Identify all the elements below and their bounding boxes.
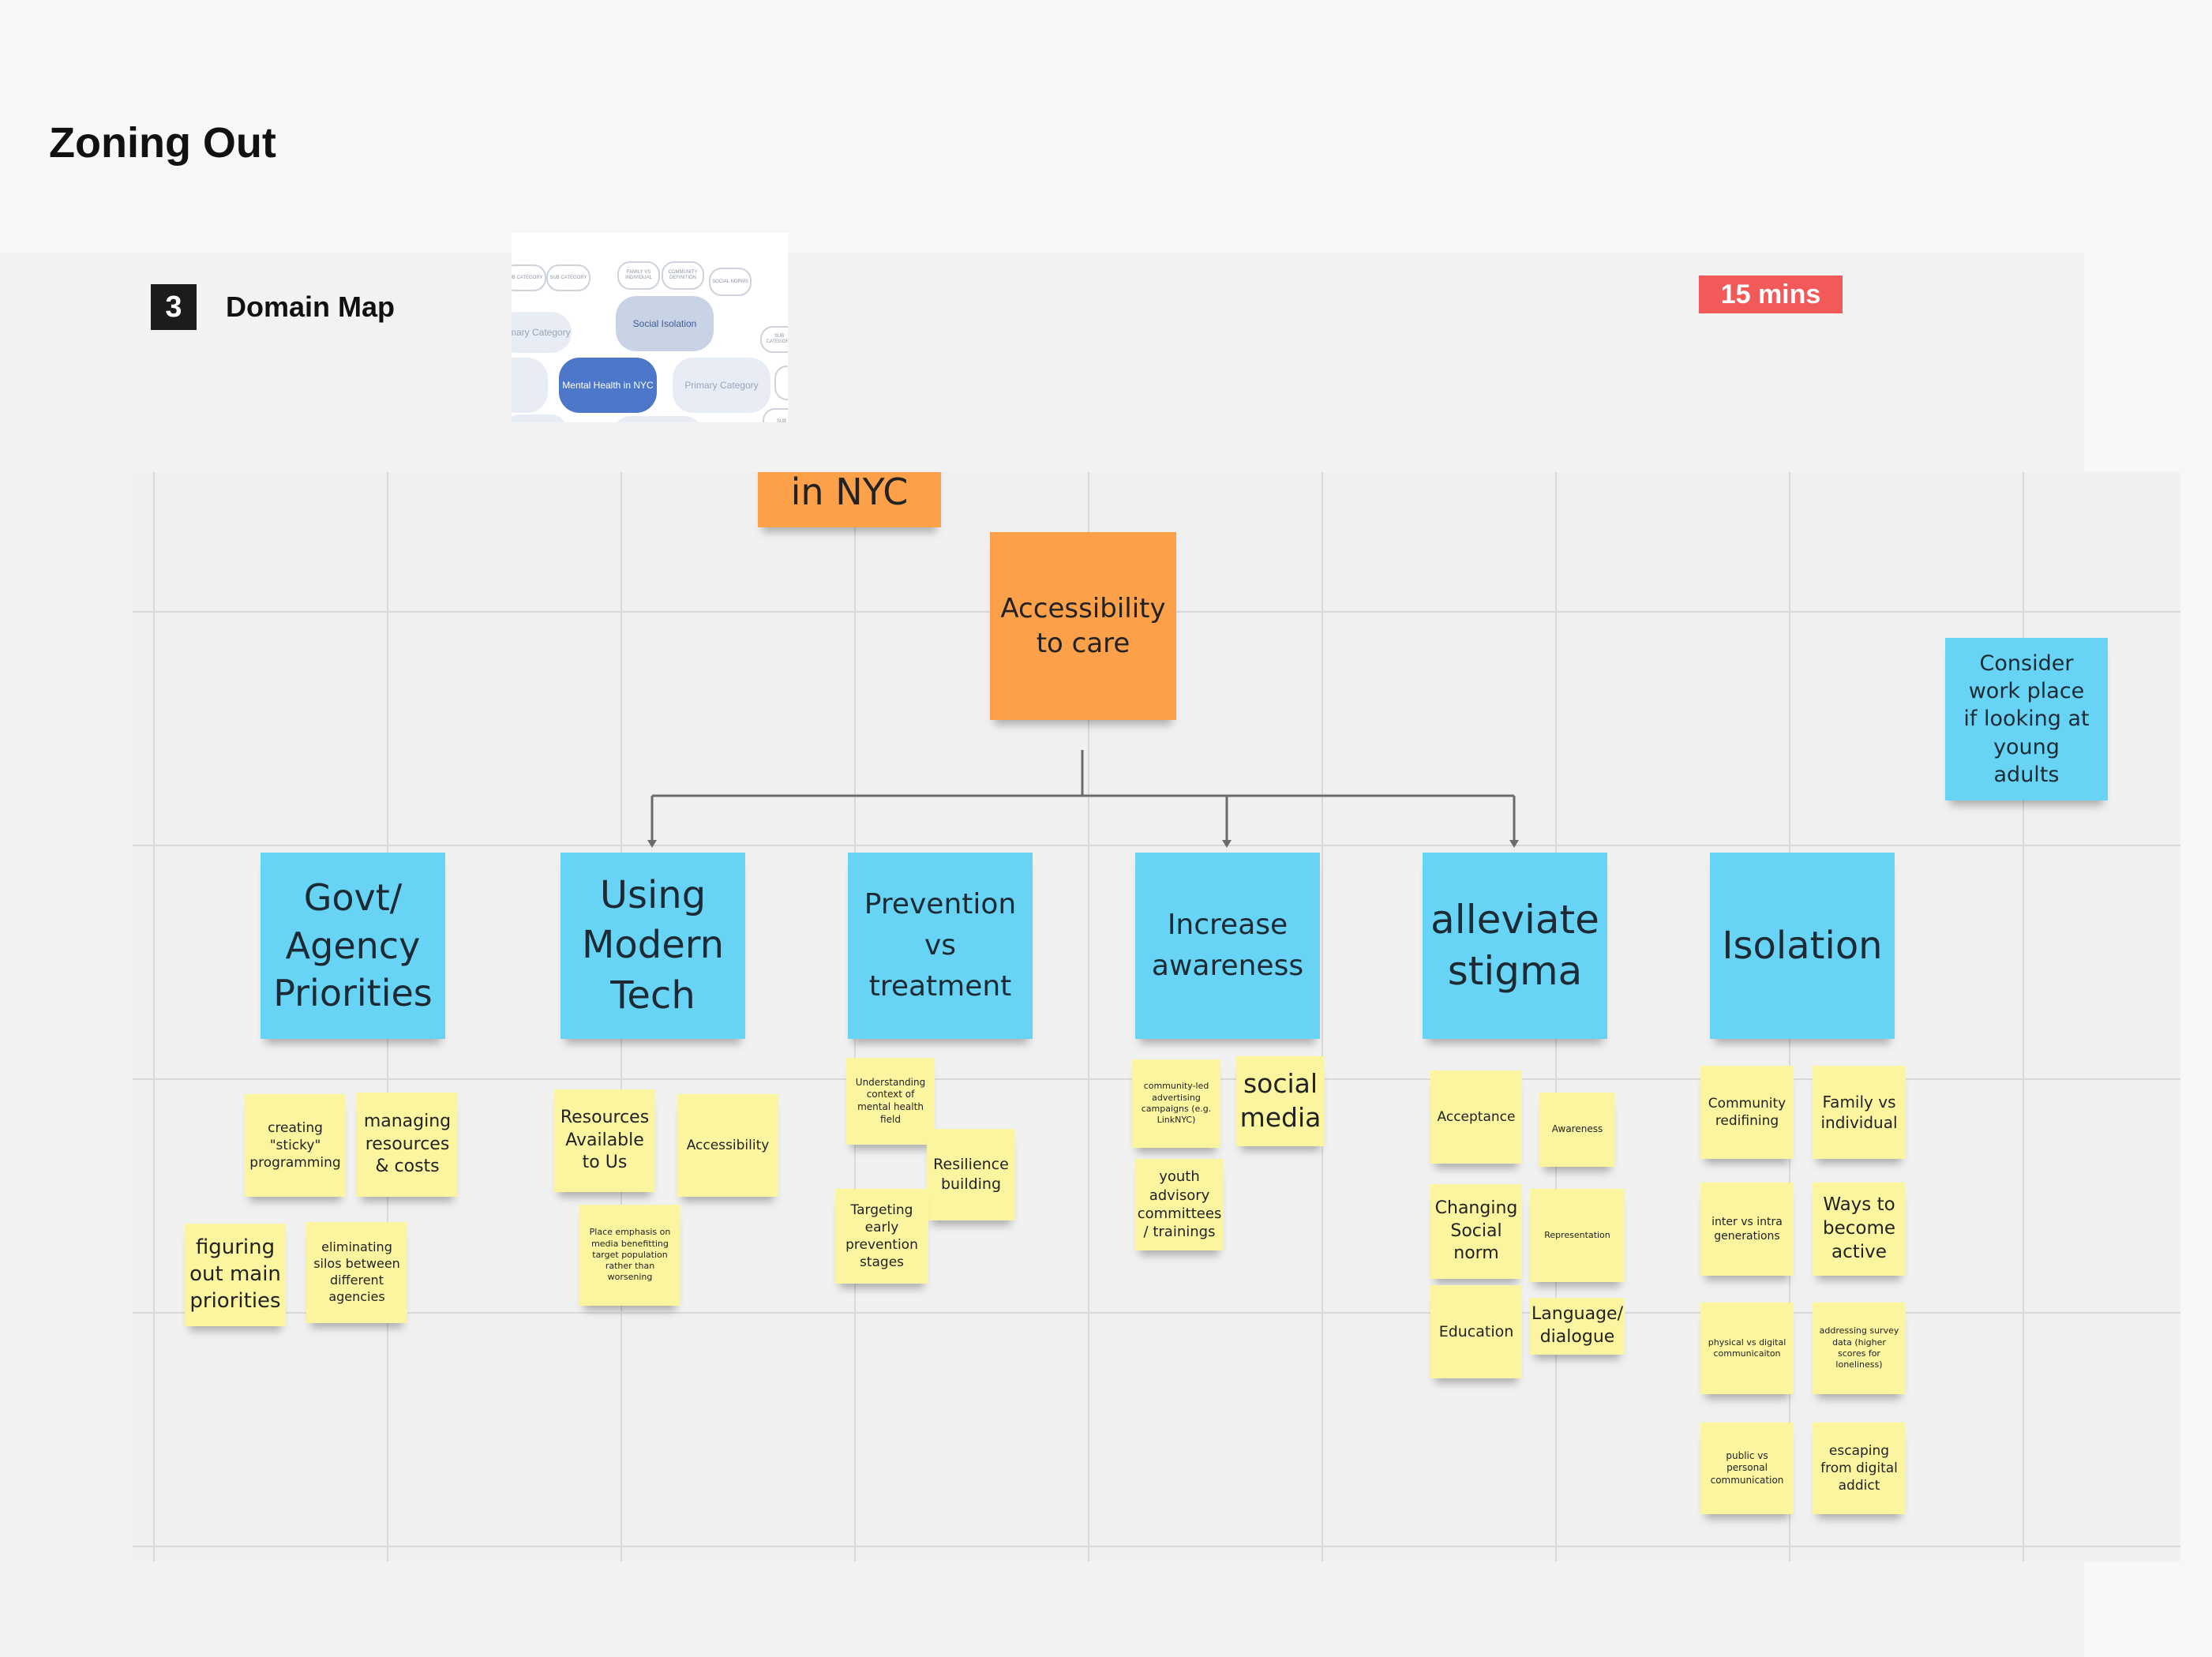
domain-map-thumbnail[interactable]: SUB CATEGORY SUB CATEGORY FAMILY VS INDI… xyxy=(512,233,788,422)
note-eliminating-silos[interactable]: eliminating silos between different agen… xyxy=(306,1222,407,1323)
thumb-family-vs-individual: FAMILY VS INDIVIDUAL xyxy=(617,261,660,290)
note-escaping-from-digital-addict[interactable]: escaping from digital addict xyxy=(1813,1423,1906,1514)
note-ways-to-become-active[interactable]: Ways to become active xyxy=(1813,1183,1906,1276)
center-node-accessibility-to-care[interactable]: Accessibility to care xyxy=(990,532,1176,720)
note-representation[interactable]: Representation xyxy=(1530,1189,1625,1282)
thumb-partial-node-right xyxy=(774,366,788,400)
thumb-community-definition: COMMUNITY DEFINITION xyxy=(662,261,704,290)
note-public-vs-personal[interactable]: public vs personal communication xyxy=(1700,1423,1794,1514)
thumb-primary-category-left: Primary Category xyxy=(512,312,572,353)
note-managing-resources-costs[interactable]: managing resources & costs xyxy=(357,1093,458,1197)
thumb-sub-category-1: SUB CATEGORY xyxy=(512,264,546,291)
thumb-primary-category-right: Primary Category xyxy=(673,358,770,413)
note-place-emphasis-on-media[interactable]: Place emphasis on media benefitting targ… xyxy=(579,1205,680,1306)
note-understanding-context[interactable]: Understanding context of mental health f… xyxy=(846,1058,935,1145)
thumb-sub-category-3: SUB CATEGORY xyxy=(760,326,788,353)
category-isolation[interactable]: Isolation xyxy=(1710,853,1895,1039)
note-family-vs-individual[interactable]: Family vs individual xyxy=(1813,1066,1906,1159)
note-resources-available[interactable]: Resources Available to Us xyxy=(554,1089,655,1192)
category-using-modern-tech[interactable]: Using Modern Tech xyxy=(560,853,745,1039)
thumb-sub-category-2: SUB CATEGORY xyxy=(546,264,590,291)
note-youth-advisory-committees[interactable]: youth advisory committees / trainings xyxy=(1135,1159,1224,1250)
thumb-social-norms: SOCIAL NORMS xyxy=(709,268,752,296)
page-title: Zoning Out xyxy=(49,119,276,167)
note-figuring-out-main-priorities[interactable]: figuring out main priorities xyxy=(185,1224,286,1326)
note-language-dialogue[interactable]: Language/ dialogue xyxy=(1530,1298,1625,1355)
note-addressing-survey-data[interactable]: addressing survey data (higher scores fo… xyxy=(1813,1303,1906,1394)
timer-badge: 15 mins xyxy=(1699,276,1843,313)
note-targeting-early-prevention[interactable]: Targeting early prevention stages xyxy=(835,1189,928,1284)
thumb-sub-partial: SUB xyxy=(763,408,788,422)
note-community-redifining[interactable]: Community redifining xyxy=(1700,1066,1794,1159)
thumb-mental-health-in-nyc: Mental Health in NYC xyxy=(559,358,657,413)
step-title: Domain Map xyxy=(226,291,396,323)
connector-lines xyxy=(647,750,1519,848)
note-physical-vs-digital[interactable]: physical vs digital communicaiton xyxy=(1700,1303,1794,1394)
thumb-partial-node-bottom-left xyxy=(512,414,567,422)
note-acceptance[interactable]: Acceptance xyxy=(1430,1070,1522,1164)
category-increase-awareness[interactable]: Increase awareness xyxy=(1135,853,1320,1039)
thumb-social-isolation: Social Isolation xyxy=(616,296,714,351)
note-inter-vs-intra-generations[interactable]: inter vs intra generations xyxy=(1700,1183,1794,1276)
whiteboard-canvas[interactable]: in NYC Accessibility to care Consider wo… xyxy=(133,472,2180,1561)
note-community-led-advertising[interactable]: community-led advertising campaigns (e.g… xyxy=(1132,1059,1220,1148)
category-govt-agency-priorities[interactable]: Govt/ Agency Priorities xyxy=(261,853,445,1039)
note-resilience-building[interactable]: Resilience building xyxy=(927,1129,1015,1220)
thumb-partial-node-bottom xyxy=(614,416,701,422)
note-accessibility[interactable]: Accessibility xyxy=(677,1094,778,1197)
category-prevention-vs-treatment[interactable]: Prevention vs treatment xyxy=(848,853,1033,1039)
root-node-in-nyc[interactable]: in NYC xyxy=(758,472,941,527)
note-changing-social-norm[interactable]: Changing Social norm xyxy=(1430,1184,1522,1279)
note-social-media[interactable]: social media xyxy=(1236,1056,1325,1146)
thumb-partial-node-left xyxy=(512,358,548,413)
note-awareness[interactable]: Awareness xyxy=(1539,1093,1615,1167)
note-creating-sticky-programming[interactable]: creating "sticky" programming xyxy=(245,1094,346,1197)
note-education[interactable]: Education xyxy=(1430,1285,1522,1378)
category-alleviate-stigma[interactable]: alleviate stigma xyxy=(1423,853,1607,1039)
step-number-badge: 3 xyxy=(151,284,197,330)
side-note-workplace[interactable]: Consider work place if looking at young … xyxy=(1945,638,2108,800)
